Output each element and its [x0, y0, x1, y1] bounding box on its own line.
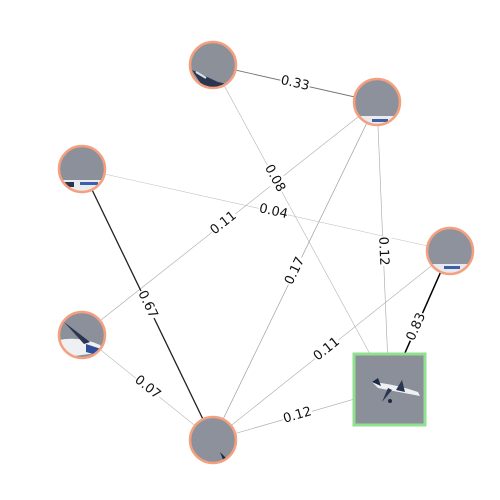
edge-label: 0.33 — [279, 73, 311, 94]
edge-label-group: 0.33 — [278, 71, 312, 95]
edge-label: 0.07 — [132, 373, 164, 403]
edge-label-group: 0.11 — [309, 332, 344, 365]
edge-label: 0.67 — [134, 288, 160, 321]
edge-label: 0.12 — [375, 236, 391, 266]
edge-label-group: 0.12 — [374, 235, 393, 267]
node-n6[interactable] — [188, 415, 238, 465]
edge-label-background — [280, 402, 315, 428]
edge-label-group: 0.11 — [206, 206, 241, 239]
edge-label-background — [278, 71, 312, 95]
node-n5[interactable] — [57, 310, 107, 360]
node-center[interactable] — [352, 352, 427, 427]
edge-label-group: 0.07 — [130, 371, 165, 404]
edge-label-group: 0.83 — [402, 309, 430, 344]
aircraft-wingtip-thumbnail — [190, 417, 236, 463]
edge-label: 0.04 — [258, 201, 290, 222]
edge-label: 0.17 — [282, 255, 308, 288]
edge-label-background — [280, 253, 309, 288]
edge-label: 0.83 — [404, 311, 429, 344]
edge-n1-center — [212, 64, 390, 390]
edge-label: 0.11 — [208, 208, 240, 238]
node-n1[interactable] — [188, 40, 238, 90]
edge-label-background — [206, 206, 241, 239]
edge-label-background — [257, 199, 291, 223]
edge-label-group: 0.17 — [280, 253, 309, 288]
aircraft-full-thumbnail — [372, 378, 420, 403]
edge-label-background — [260, 160, 290, 196]
edge-label-group: 0.04 — [257, 199, 291, 223]
aircraft-fuselage-thumbnail — [427, 228, 473, 274]
aircraft-fuselage-thumbnail — [354, 79, 400, 125]
edge-label-group: 0.12 — [280, 402, 315, 428]
edge-label-background — [130, 371, 165, 404]
edge-label-background — [402, 309, 430, 344]
edge-label-background — [309, 332, 344, 365]
edge-label: 0.11 — [311, 334, 343, 364]
aircraft-nose-thumbnail — [59, 312, 105, 358]
edge-label-background — [133, 287, 163, 322]
node-n3[interactable] — [57, 144, 107, 194]
edge-label-group: 0.67 — [133, 287, 163, 322]
node-n4[interactable] — [425, 226, 475, 276]
edge-label-background — [374, 235, 393, 267]
node-n2[interactable] — [352, 77, 402, 128]
